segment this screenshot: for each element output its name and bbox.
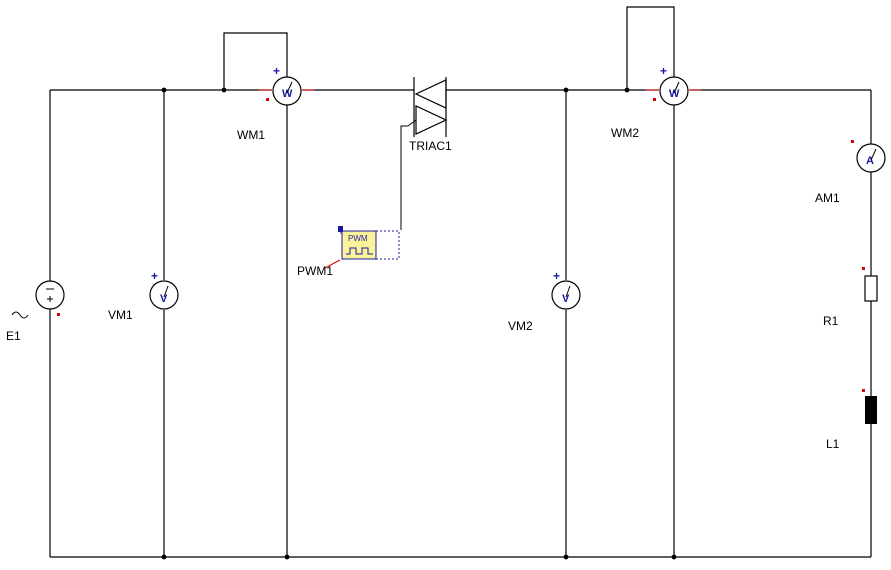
pwm-source-pwm1[interactable]: PWM PWM1 <box>297 226 400 278</box>
polarity-plus: + <box>553 269 560 283</box>
voltmeter-body <box>551 280 581 310</box>
wattmeter-wm1[interactable]: W + WM1 <box>237 64 314 142</box>
ac-wave-icon <box>11 311 29 319</box>
meter-needle-icon <box>565 285 571 298</box>
wattmeter-wm2[interactable]: W + WM2 <box>611 64 701 140</box>
ammeter-body <box>856 143 886 173</box>
pwm-box-text: PWM <box>348 234 368 243</box>
triac-triac1[interactable]: TRIAC1 <box>407 77 452 153</box>
pwm-waveform-icon <box>346 247 373 255</box>
polarity-plus: + <box>660 64 667 78</box>
polarity-plus: + <box>151 269 158 283</box>
voltmeter-label: VM2 <box>508 319 533 333</box>
wattmeter-letter: W <box>282 88 293 100</box>
pwm-output-lead <box>324 259 341 269</box>
polarity-plus: + <box>273 64 280 78</box>
wires <box>49 6 872 558</box>
inductor-body <box>865 396 877 424</box>
junction-dot <box>221 87 227 93</box>
voltmeter-letter: V <box>562 293 570 305</box>
resistor-label: R1 <box>823 314 839 328</box>
pin-marker <box>862 389 865 392</box>
wattmeter-label: WM2 <box>611 126 639 140</box>
junction-dot <box>563 554 569 560</box>
pwm-label: PWM1 <box>297 264 333 278</box>
meter-needle-icon <box>163 285 169 298</box>
junctions <box>161 87 677 560</box>
junction-dot <box>563 87 569 93</box>
pwm-terminal-icon <box>338 226 343 232</box>
meter-needle-icon <box>673 81 680 94</box>
source-body <box>35 280 65 310</box>
ammeter-am1[interactable]: A AM1 <box>815 140 886 205</box>
ammeter-letter: A <box>866 155 874 167</box>
pin-marker <box>266 98 269 101</box>
triac-label: TRIAC1 <box>409 139 452 153</box>
junction-dot <box>671 554 677 560</box>
junction-dot <box>161 554 167 560</box>
wattmeter-letter: W <box>669 88 680 100</box>
wire-wm1-loop <box>223 32 288 90</box>
pin-marker <box>653 98 656 101</box>
pwm-dashed-frame <box>375 230 400 260</box>
pin-marker <box>57 313 60 316</box>
inductor-label: L1 <box>826 437 840 451</box>
wattmeter-body <box>272 76 302 106</box>
resistor-body <box>864 275 878 302</box>
pin-marker <box>851 140 854 143</box>
meter-needle-icon <box>286 81 293 94</box>
ammeter-label: AM1 <box>815 191 840 205</box>
source-label: E1 <box>6 329 21 343</box>
voltmeter-vm2[interactable]: V + VM2 <box>508 269 581 333</box>
wire-triac-gate <box>400 125 408 230</box>
junction-dot <box>161 87 167 93</box>
pin-marker <box>862 267 865 270</box>
inductor-l1[interactable]: L1 <box>826 389 877 451</box>
voltmeter-letter: V <box>160 293 168 305</box>
voltmeter-vm1[interactable]: V + VM1 <box>108 269 179 322</box>
junction-dot <box>624 87 630 93</box>
resistor-r1[interactable]: R1 <box>823 267 878 328</box>
voltmeter-body <box>149 280 179 310</box>
triac-gate-lead <box>407 119 417 127</box>
wire-wm2-loop <box>626 6 675 90</box>
ac-source-e1[interactable]: E1 <box>6 280 65 343</box>
triac-upper-diode <box>414 79 447 109</box>
voltmeter-label: VM1 <box>108 308 133 322</box>
junction-dot <box>284 554 290 560</box>
meter-needle-icon <box>870 148 877 161</box>
wattmeter-label: WM1 <box>237 128 265 142</box>
wattmeter-body <box>659 76 689 106</box>
triac-lower-diode <box>415 105 448 135</box>
